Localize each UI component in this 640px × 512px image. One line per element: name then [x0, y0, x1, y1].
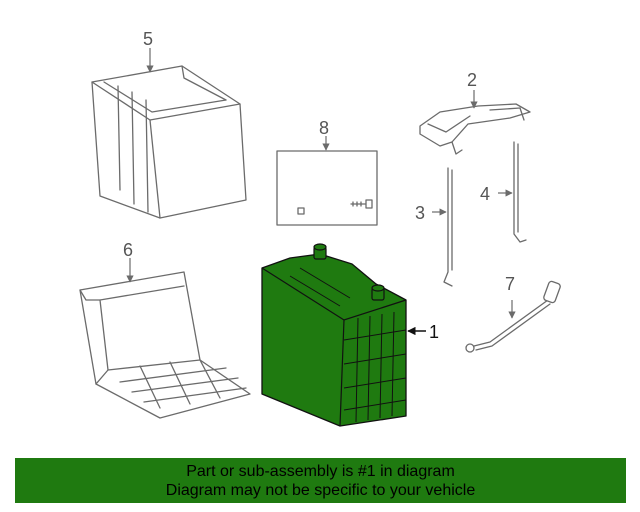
part-6-battery-tray[interactable]: [79, 271, 251, 419]
callout-7: 7: [505, 274, 515, 294]
callout-4: 4: [480, 184, 490, 204]
callout-5: 5: [143, 29, 153, 49]
banner-line-1: Part or sub-assembly is #1 in diagram: [186, 463, 455, 480]
part-8-bolt-kit[interactable]: [276, 150, 378, 226]
part-5-battery-cover[interactable]: [91, 65, 247, 219]
part-7-ground-cable[interactable]: [465, 280, 561, 353]
part-4-hold-down-rod[interactable]: [513, 141, 527, 243]
highlight-info-banner: Part or sub-assembly is #1 in diagram Di…: [15, 458, 626, 503]
part-3-hold-down-rod[interactable]: [443, 167, 453, 287]
parts-diagram: 5 6 8 1 2: [79, 29, 561, 427]
part-1-battery[interactable]: [261, 243, 407, 427]
callout-3: 3: [415, 203, 425, 223]
callout-2: 2: [467, 70, 477, 90]
callout-8: 8: [319, 118, 329, 138]
callout-6: 6: [123, 240, 133, 260]
part-2-hold-down-clamp[interactable]: [419, 103, 531, 155]
callout-1: 1: [429, 322, 439, 342]
banner-line-2: Diagram may not be specific to your vehi…: [165, 482, 476, 499]
